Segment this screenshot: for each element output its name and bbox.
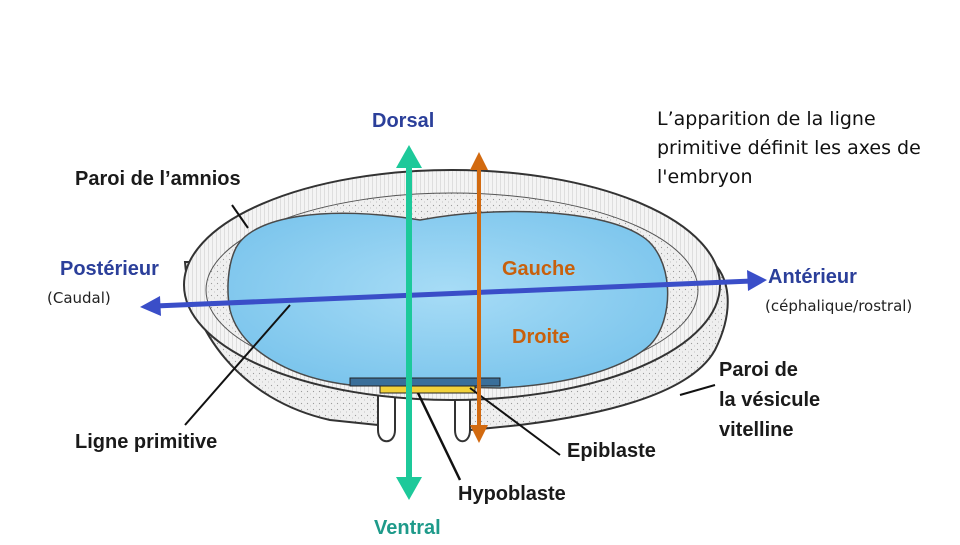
left-label: Gauche [502,258,575,281]
anterior-arrowhead [747,270,767,291]
epiblaste-label: Epiblaste [567,440,656,463]
posterior-label: Postérieur [60,258,159,281]
hypoblaste-pointer [418,393,460,480]
ligne-primitive-label: Ligne primitive [75,431,217,454]
ventral-label: Ventral [374,517,441,540]
vesicule-pointer [680,385,715,395]
vesicule-label: Paroi de la vésicule vitelline [719,355,820,445]
vesicule-label-line-1: Paroi de [719,355,820,385]
caption: L’apparition de la ligne primitive défin… [657,105,947,192]
caudal-label: (Caudal) [47,289,111,307]
right-label: Droite [512,326,570,349]
ventral-arrowhead [396,477,422,500]
caption-line-2: primitive définit les axes de [657,134,947,163]
vesicule-label-line-3: vitelline [719,415,820,445]
caption-line-3: l'embryon [657,163,947,192]
caption-line-1: L’apparition de la ligne [657,105,947,134]
hypoblast-layer [380,386,475,393]
vesicule-label-line-2: la vésicule [719,385,820,415]
cephalic-label: (céphalique/rostral) [765,297,912,315]
posterior-arrowhead [140,296,161,316]
hypoblaste-label: Hypoblaste [458,483,566,506]
dorsal-arrowhead [396,145,422,168]
anterior-label: Antérieur [768,266,857,289]
amnios-label: Paroi de l’amnios [75,168,241,191]
right-arrowhead [470,425,488,443]
left-arrowhead [470,152,488,170]
dorsal-label: Dorsal [372,110,434,133]
